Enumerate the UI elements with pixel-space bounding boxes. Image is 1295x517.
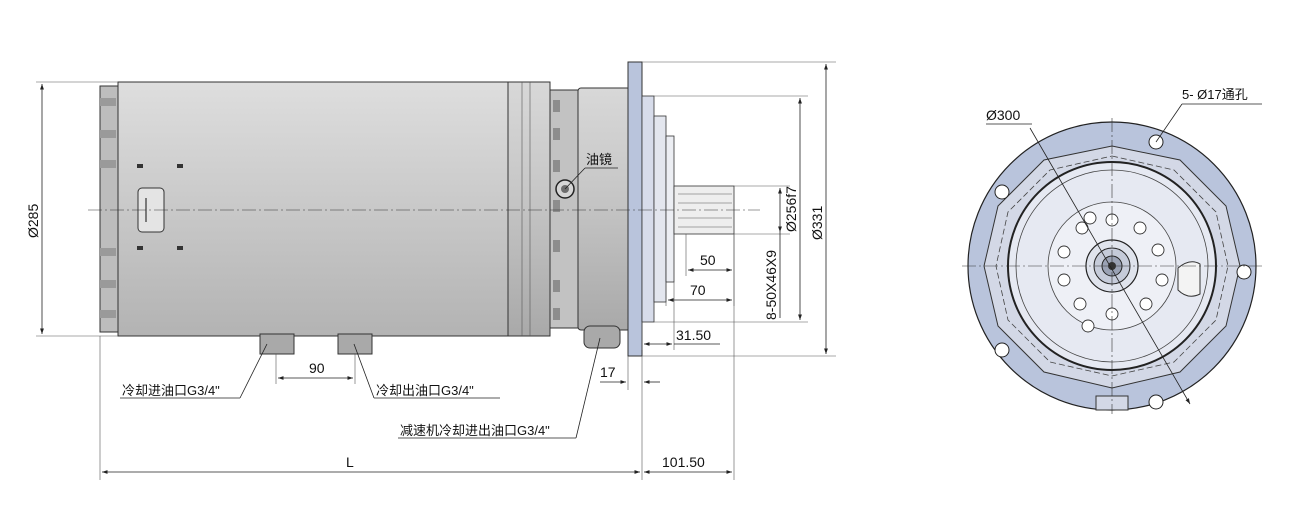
mounting-flange (627, 61, 643, 357)
dim-d285: Ø285 (25, 204, 41, 238)
flange-holes (994, 134, 1252, 410)
dim-d331: Ø331 (809, 206, 825, 240)
dim-len10150: 101.50 (662, 454, 705, 470)
motor-body (117, 81, 509, 337)
side-view: Ø285 Ø256f7 Ø331 8-50X46X9 50 70 31.50 (25, 61, 836, 480)
dim-len70: 70 (690, 282, 706, 298)
dim-len50: 50 (700, 252, 716, 268)
dim-holes: 5- Ø17通孔 (1182, 87, 1248, 102)
label-cooling-inlet: 冷却进油口G3/4" (122, 383, 220, 398)
dim-lenL: L (346, 454, 354, 470)
dim-len17: 17 (600, 364, 616, 380)
cooling-inlet-port (259, 333, 295, 355)
dim-len3150: 31.50 (676, 327, 711, 343)
label-oil-sight: 油镜 (586, 152, 612, 167)
label-reducer-port: 减速机冷却进出油口G3/4" (400, 423, 550, 438)
motor-front-rings (507, 81, 551, 337)
dim-d256: Ø256f7 (783, 186, 799, 232)
dim-len90: 90 (309, 360, 325, 376)
cooling-outlet-port (337, 333, 373, 355)
body-screws (137, 164, 183, 250)
label-cooling-outlet: 冷却出油口G3/4" (376, 383, 474, 398)
end-view: Ø300 5- Ø17通孔 (962, 87, 1262, 414)
reducer-housing (577, 87, 631, 331)
dim-d300: Ø300 (986, 107, 1020, 123)
flange-spigot (641, 95, 655, 323)
reducer-cooling-port (583, 325, 621, 349)
dim-spline: 8-50X46X9 (763, 250, 779, 320)
rear-end-cap (99, 85, 121, 333)
